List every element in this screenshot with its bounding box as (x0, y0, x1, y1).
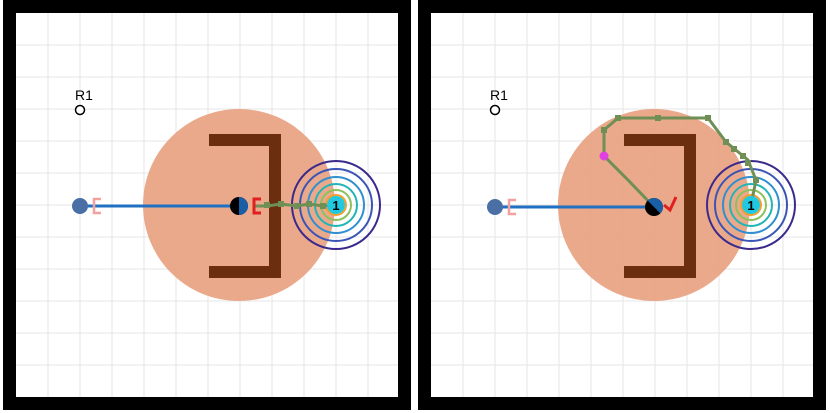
robot-icon (645, 198, 663, 216)
plan-path (599, 115, 759, 209)
reference-label: R1 (75, 87, 93, 103)
start-robot-icon (487, 198, 516, 216)
gripper-icon (663, 196, 678, 213)
left-panel: 1 R1 (3, 0, 411, 410)
right-panel: 1 R1 (418, 0, 826, 410)
goal-icon: 1 (327, 196, 345, 214)
robot-icon (230, 197, 248, 215)
goal-label: 1 (332, 198, 339, 213)
start-robot-icon (72, 197, 101, 215)
plan-path (253, 201, 337, 209)
wall (624, 134, 696, 278)
gripper-icon (252, 197, 261, 215)
left-scene: 1 R1 (3, 0, 411, 410)
goal-icon: 1 (742, 196, 760, 214)
reference-marker: R1 (489, 87, 508, 116)
waypoint-marker (599, 151, 609, 161)
reference-label: R1 (490, 87, 508, 103)
reference-marker: R1 (74, 87, 93, 116)
right-scene: 1 R1 (418, 0, 826, 410)
goal-label: 1 (747, 198, 754, 213)
